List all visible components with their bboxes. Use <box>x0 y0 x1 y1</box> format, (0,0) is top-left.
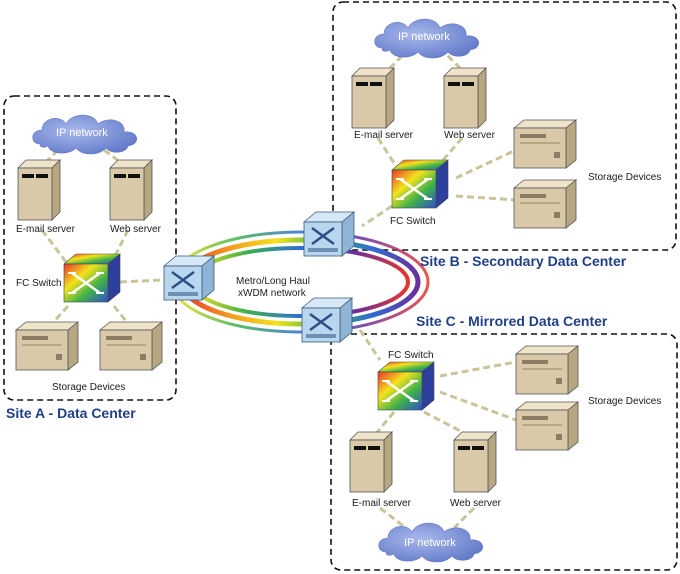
storage-device-icon <box>513 179 577 229</box>
optical-switch-icon <box>300 296 354 344</box>
site-c-box <box>330 333 678 571</box>
site-b-ip-network-label: IP network <box>398 31 450 43</box>
site-a-links <box>38 148 163 328</box>
server-icon <box>109 159 153 221</box>
site-b-storage-label: Storage Devices <box>588 172 661 183</box>
site-a-fc-switch-label: FC Switch <box>16 278 62 289</box>
storage-device-icon <box>99 321 163 371</box>
site-c-storage-label: Storage Devices <box>588 396 661 407</box>
site-a-storage-label: Storage Devices <box>52 382 125 393</box>
optical-switch-icon <box>162 254 216 302</box>
server-icon <box>17 159 61 221</box>
site-b-fc-switch-label: FC Switch <box>390 216 436 227</box>
site-c-web-server-label: Web server <box>450 498 502 509</box>
site-a-title: Site A - Data Center <box>6 405 136 421</box>
fc-switch-icon <box>390 158 450 210</box>
site-c-email-server-label: E-mail server <box>352 498 412 509</box>
storage-device-icon <box>515 401 579 451</box>
site-c-links <box>358 329 517 530</box>
site-a-email-server-label: E-mail server <box>16 224 76 235</box>
site-b-ip-network-cloud: IP network <box>374 18 480 59</box>
site-a-ip-network-cloud: IP network <box>32 114 138 155</box>
site-c-ip-network-cloud: IP network <box>378 522 484 563</box>
site-b-web-server-label: Web server <box>444 130 496 141</box>
storage-device-icon <box>515 345 579 395</box>
site-c-title: Site C - Mirrored Data Center <box>416 313 608 329</box>
server-icon <box>453 431 497 493</box>
site-a-web-server-label: Web server <box>110 224 162 235</box>
server-icon <box>443 67 487 129</box>
fc-switch-icon <box>376 360 436 412</box>
storage-device-icon <box>513 119 577 169</box>
site-c-ip-network-label: IP network <box>404 537 456 549</box>
site-a-box <box>3 95 177 401</box>
site-b-email-server-label: E-mail server <box>354 130 414 141</box>
storage-device-icon <box>15 321 79 371</box>
site-a-ip-network-label: IP network <box>56 127 108 139</box>
optical-switch-icon <box>302 210 356 258</box>
network-label-line1: Metro/Long Haul <box>236 276 310 287</box>
site-b-box <box>332 1 677 251</box>
site-b-title: Site B - Secondary Data Center <box>420 253 627 269</box>
site-c-fc-switch-label: FC Switch <box>388 350 434 361</box>
server-icon <box>349 431 393 493</box>
server-icon <box>351 67 395 129</box>
fc-switch-icon <box>62 252 122 304</box>
network-label-line2: xWDM network <box>238 288 307 299</box>
